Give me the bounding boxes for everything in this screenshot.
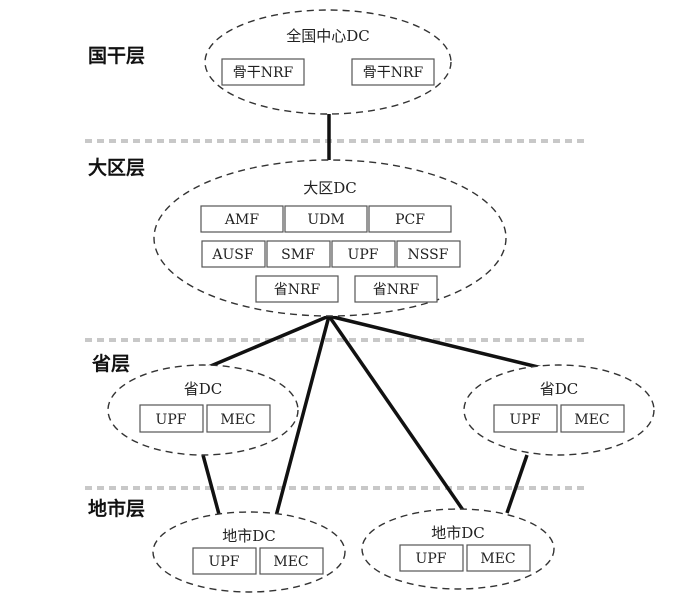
province-right-box-upf-label: UPF xyxy=(510,412,541,428)
city-left-box-mec-label: MEC xyxy=(273,554,308,570)
region-box-udm-label: UDM xyxy=(307,212,344,228)
city-right-box-upf xyxy=(399,544,464,572)
region-box-ausf-label: AUSF xyxy=(211,247,254,263)
layer-label-province: 省层 xyxy=(91,353,130,375)
region-dc-title: 大区DC xyxy=(303,179,357,197)
link-province-city-right xyxy=(505,454,529,514)
province-dc-left-title: 省DC xyxy=(184,380,223,398)
province-left-box-upf-label: UPF xyxy=(156,412,187,428)
region-box-province-nrf-2-label: 省NRF xyxy=(373,282,420,298)
region-box-amf xyxy=(200,205,284,233)
region-box-province-nrf-1 xyxy=(255,275,339,303)
region-box-ausf xyxy=(201,240,266,268)
layer-label-national: 国干层 xyxy=(88,45,145,67)
city-dc-right-title: 地市DC xyxy=(431,524,485,542)
province-left-box-mec-label: MEC xyxy=(220,412,255,428)
province-right-box-upf xyxy=(493,404,558,433)
link-region-province-left xyxy=(205,314,330,370)
city-left-box-upf-label: UPF xyxy=(209,554,240,570)
city-dc-right-node: 地市DC UPF MEC xyxy=(361,508,555,590)
national-dc-title: 全国中心DC xyxy=(286,27,370,45)
city-right-box-upf-label: UPF xyxy=(416,551,447,567)
national-box-1-label: 骨干NRF xyxy=(233,65,294,81)
city-left-box-upf xyxy=(192,547,257,575)
province-dc-right-title: 省DC xyxy=(540,380,579,398)
region-box-nssf xyxy=(396,240,461,268)
national-box-1 xyxy=(221,58,305,86)
region-box-udm xyxy=(284,205,368,233)
region-box-upf-label: UPF xyxy=(348,247,379,263)
link-region-province-right xyxy=(328,314,543,370)
region-box-province-nrf-1-label: 省NRF xyxy=(274,282,321,298)
link-region-city-left xyxy=(273,315,331,521)
city-dc-left-title: 地市DC xyxy=(222,527,276,545)
province-dc-right-node: 省DC UPF MEC xyxy=(463,364,655,456)
region-box-nssf-label: NSSF xyxy=(408,247,449,263)
city-dc-left-node: 地市DC UPF MEC xyxy=(152,511,346,593)
province-dc-right-ellipse xyxy=(463,364,655,456)
region-dc-node: 大区DC AMF UDM PCF AUSF SMF UPF NSSF 省NRF … xyxy=(153,159,507,317)
city-right-box-mec-label: MEC xyxy=(480,551,515,567)
link-region-city-right xyxy=(327,315,467,514)
region-box-smf xyxy=(266,240,331,268)
national-dc-ellipse xyxy=(204,9,452,115)
link-province-city-left xyxy=(201,454,222,519)
region-box-upf xyxy=(331,240,396,268)
national-dc-node: 全国中心DC 骨干NRF 骨干NRF xyxy=(204,9,452,115)
province-dc-left-node: 省DC UPF MEC xyxy=(107,364,299,456)
province-left-box-mec xyxy=(206,404,271,433)
layer-label-region: 大区层 xyxy=(88,156,145,179)
layer-label-city: 地市层 xyxy=(88,497,145,520)
national-box-2-label: 骨干NRF xyxy=(363,65,424,81)
province-right-box-mec xyxy=(560,404,625,433)
region-box-pcf-label: PCF xyxy=(395,212,425,228)
province-right-box-mec-label: MEC xyxy=(574,412,609,428)
national-box-2 xyxy=(351,58,435,86)
city-left-box-mec xyxy=(259,547,324,575)
province-left-box-upf xyxy=(139,404,204,433)
region-box-pcf xyxy=(368,205,452,233)
region-box-amf-label: AMF xyxy=(224,212,259,228)
city-right-box-mec xyxy=(466,544,531,572)
region-box-smf-label: SMF xyxy=(281,247,315,263)
region-box-province-nrf-2 xyxy=(354,275,438,303)
